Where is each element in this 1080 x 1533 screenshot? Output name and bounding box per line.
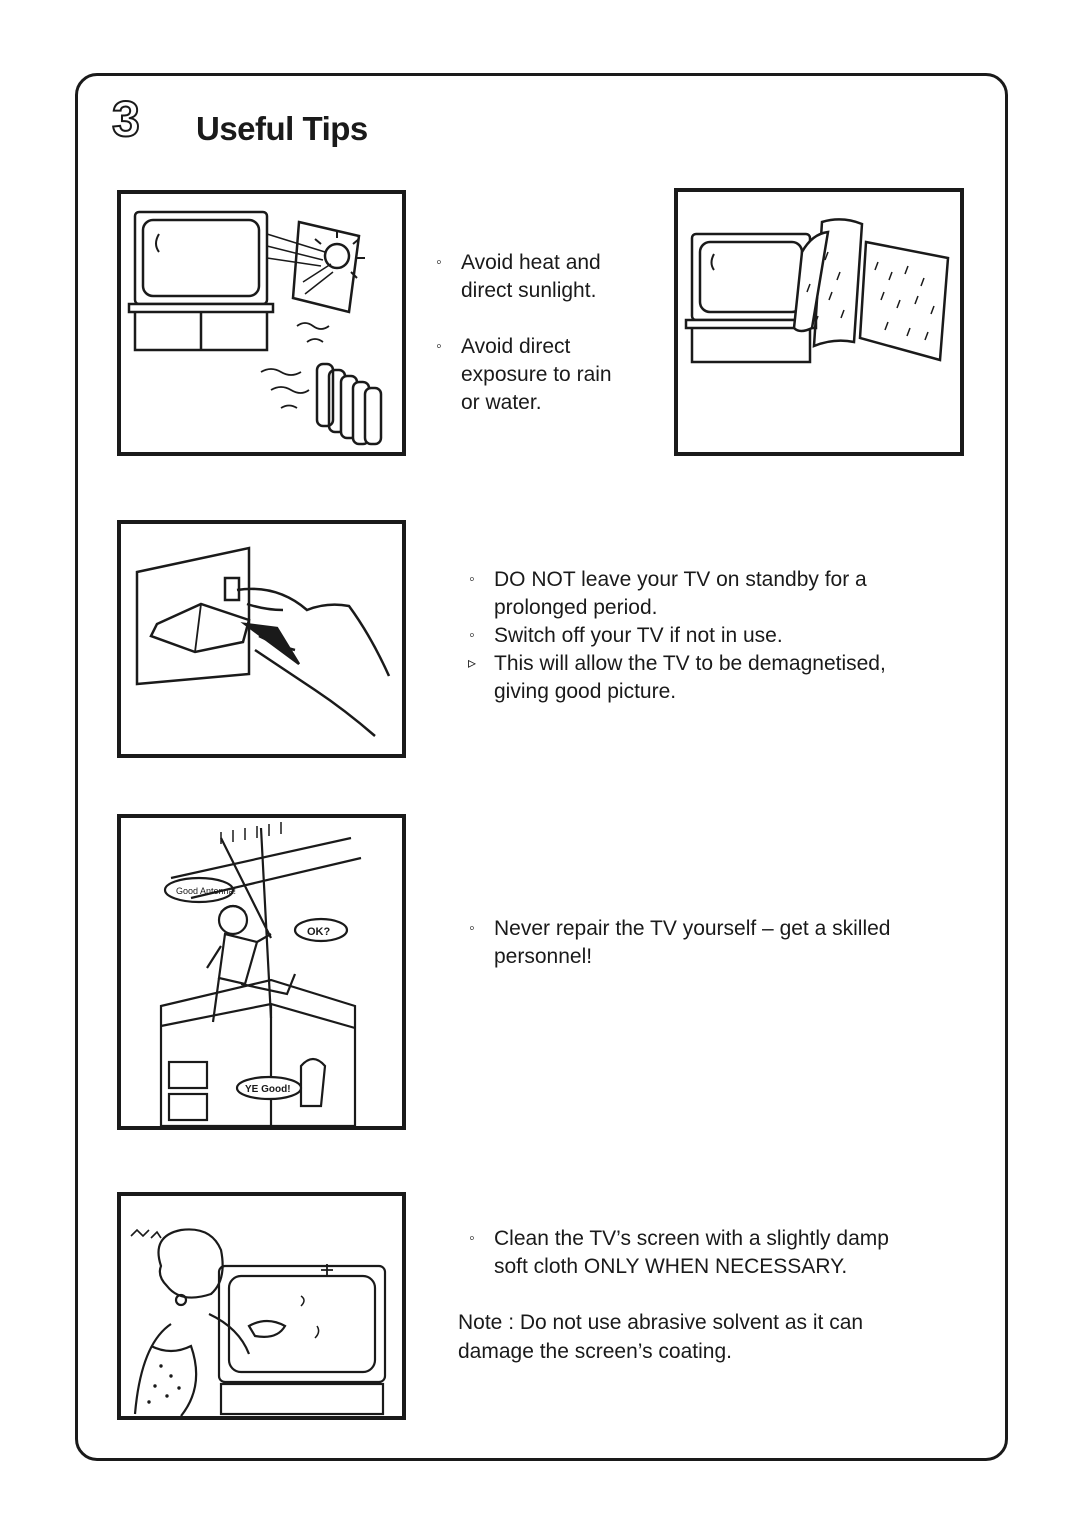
tip-line: exposure to rain	[461, 363, 612, 386]
bullet: ▹	[467, 655, 477, 672]
note-line: damage the screen’s coating.	[458, 1340, 732, 1363]
tip-line: soft cloth ONLY WHEN NECESSARY.	[494, 1255, 848, 1278]
roof-antenna-illustration: Good Antenna! OK? YE Good!	[117, 814, 406, 1130]
bullet: ◦	[469, 1230, 475, 1247]
tips-standby: ◦ DO NOT leave your TV on standby for a …	[460, 566, 886, 706]
tip-item: ◦ Avoid direct exposure to rain or water…	[427, 333, 612, 417]
bullet: ◦	[436, 254, 442, 271]
tip-item: ◦ DO NOT leave your TV on standby for a …	[460, 566, 886, 622]
bullet: ◦	[469, 627, 475, 644]
tip-line: This will allow the TV to be demagnetise…	[494, 652, 886, 675]
tips-repair: ◦ Never repair the TV yourself – get a s…	[460, 915, 890, 971]
tip-line: prolonged period.	[494, 596, 658, 619]
tip-item: ◦ Never repair the TV yourself – get a s…	[460, 915, 890, 971]
tip-item: ◦ Avoid heat and direct sunlight.	[427, 249, 612, 305]
tip-line: Switch off your TV if not in use.	[494, 624, 783, 647]
bullet: ◦	[469, 571, 475, 588]
speech-antenna: Good Antenna!	[176, 886, 236, 896]
rain-window-illustration	[674, 188, 964, 456]
cleaning-screen-illustration	[117, 1192, 406, 1420]
tip-line: giving good picture.	[494, 680, 677, 703]
tip-line: Avoid heat and	[461, 251, 601, 274]
tip-line: Never repair the TV yourself – get a ski…	[494, 917, 891, 940]
tip-line: personnel!	[494, 945, 593, 968]
tip-item: ▹ This will allow the TV to be demagneti…	[460, 650, 886, 706]
page-title: Useful Tips	[196, 110, 368, 147]
note-abrasive: Note : Do not use abrasive solvent as it…	[458, 1308, 863, 1366]
unplug-illustration	[117, 520, 406, 758]
tip-line: or water.	[461, 391, 542, 414]
speech-ok: OK?	[307, 926, 331, 938]
tip-line: direct sunlight.	[461, 279, 597, 302]
bullet: ◦	[436, 338, 442, 355]
note-line: Note : Do not use abrasive solvent as it…	[458, 1311, 864, 1334]
bullet: ◦	[469, 920, 475, 937]
page-frame	[75, 73, 1008, 1461]
tips-cleaning: ◦ Clean the TV’s screen with a slightly …	[460, 1225, 889, 1281]
tip-line: Clean the TV’s screen with a slightly da…	[494, 1227, 889, 1250]
heat-sunlight-illustration	[117, 190, 406, 456]
tips-heat-rain: ◦ Avoid heat and direct sunlight. ◦ Avoi…	[427, 249, 612, 417]
tip-item: ◦ Clean the TV’s screen with a slightly …	[460, 1225, 889, 1281]
speech-good: YE Good!	[245, 1084, 291, 1095]
section-number: 3	[111, 91, 141, 147]
tip-line: Avoid direct	[461, 335, 571, 358]
tip-line: DO NOT leave your TV on standby for a	[494, 568, 867, 591]
tip-item: ◦ Switch off your TV if not in use.	[460, 622, 886, 650]
